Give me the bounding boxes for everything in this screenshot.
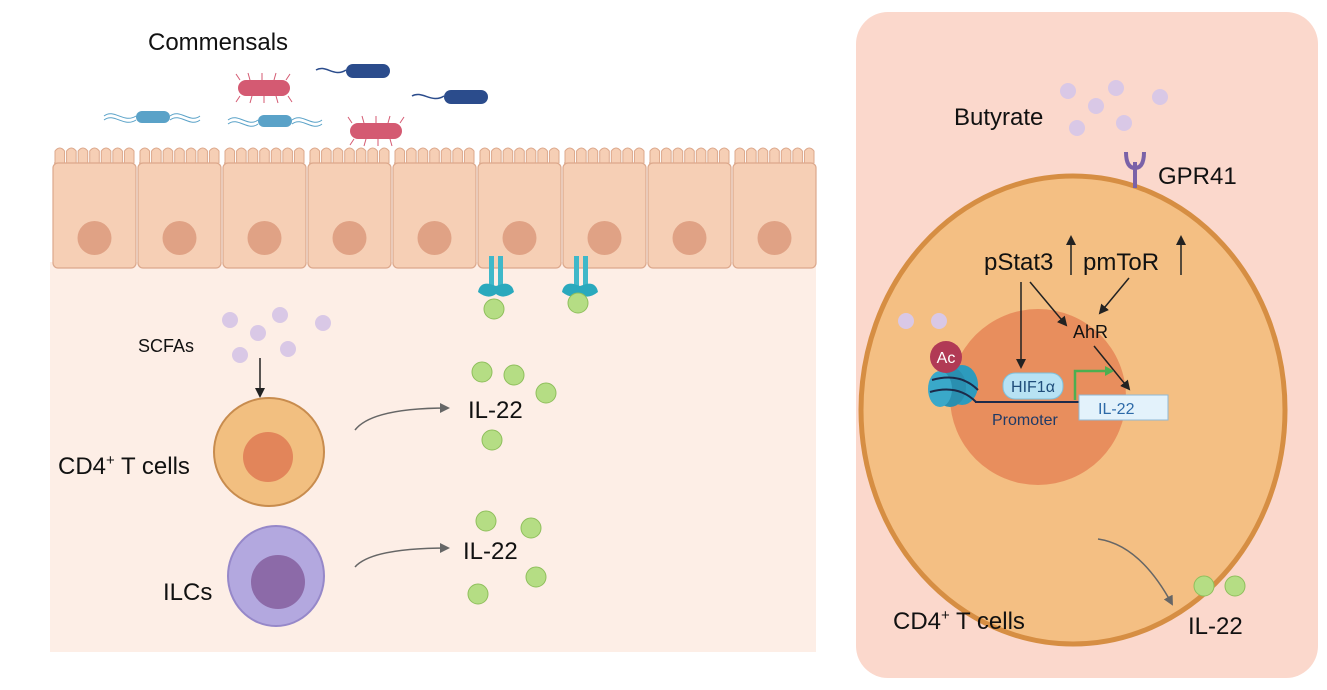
commensal-bacteria bbox=[103, 64, 488, 147]
ilc-secretion-arrow bbox=[354, 543, 450, 568]
epithelial-receptor-1 bbox=[478, 256, 514, 320]
lamina-propria-background bbox=[50, 262, 816, 652]
epithelial-nucleus bbox=[417, 221, 452, 255]
scfas-label: SCFAs bbox=[138, 336, 194, 356]
ilcs-label: ILCs bbox=[163, 579, 212, 606]
epithelial-nucleus bbox=[757, 221, 792, 255]
butyrate-label: Butyrate bbox=[954, 104, 1043, 131]
butyrate-particle-nuclear-2 bbox=[931, 313, 947, 329]
pmtor-label: pmToR bbox=[1083, 249, 1159, 276]
cd4-secretion-arrow bbox=[354, 403, 450, 431]
bacterium-red-1 bbox=[235, 72, 293, 104]
epithelial-nucleus bbox=[587, 221, 622, 255]
cd4-t-cell bbox=[213, 397, 325, 507]
il22-gene-label: IL-22 bbox=[1098, 401, 1135, 418]
right-panel: Butyrate GPR41 pStat3 pmToR AhR bbox=[856, 12, 1318, 678]
epithelial-cell bbox=[392, 147, 477, 269]
bacterium-teal-2 bbox=[227, 115, 323, 127]
epithelial-cell bbox=[732, 147, 817, 269]
bacterium-red-2 bbox=[347, 115, 405, 147]
right-cd4-t-cells-label: CD4+ T cells bbox=[893, 607, 1025, 635]
scfa-particles bbox=[222, 307, 331, 363]
epithelial-nucleus bbox=[162, 221, 197, 255]
pstat3-label: pStat3 bbox=[984, 249, 1053, 276]
commensals-label: Commensals bbox=[148, 29, 288, 56]
nucleosome bbox=[928, 365, 979, 407]
epithelial-nucleus bbox=[502, 221, 537, 255]
left-panel: Commensals bbox=[50, 29, 817, 652]
intestinal-epithelium bbox=[52, 147, 817, 269]
butyrate-particles bbox=[1060, 80, 1168, 136]
epithelial-cell bbox=[647, 147, 732, 269]
bacterium-blue-1 bbox=[315, 64, 390, 78]
ilc-cell bbox=[227, 525, 325, 627]
epithelial-nucleus bbox=[672, 221, 707, 255]
il22-particles-top bbox=[471, 361, 557, 451]
epithelial-nucleus bbox=[247, 221, 282, 255]
hif1a-box bbox=[1002, 372, 1064, 400]
transcription-start-arrow bbox=[1073, 366, 1114, 400]
gpr41-receptor bbox=[1124, 151, 1146, 188]
bacterium-blue-2 bbox=[411, 90, 488, 104]
il22-label-bottom: IL-22 bbox=[463, 538, 518, 565]
epithelial-cell bbox=[137, 147, 222, 269]
il22-out-label: IL-22 bbox=[1188, 613, 1243, 640]
pmtor-to-ahr-arrow bbox=[1098, 277, 1130, 315]
ahr-label: AhR bbox=[1073, 322, 1108, 342]
epithelial-cell bbox=[477, 147, 562, 269]
il22-gene-box bbox=[1078, 394, 1169, 421]
bacterium-teal-1 bbox=[103, 111, 201, 123]
gpr41-label: GPR41 bbox=[1158, 163, 1237, 190]
epithelial-receptor-2 bbox=[562, 256, 598, 314]
epithelial-nucleus bbox=[77, 221, 112, 255]
epithelial-cell bbox=[52, 147, 137, 269]
epithelial-cell bbox=[307, 147, 392, 269]
pstat3-to-ahr-arrow bbox=[1029, 281, 1068, 327]
epithelial-cell bbox=[562, 147, 647, 269]
cd4-t-cells-label: CD4+ T cells bbox=[58, 452, 190, 480]
il22-particles-bottom bbox=[467, 510, 547, 605]
epithelial-cell bbox=[222, 147, 307, 269]
il22-label-top: IL-22 bbox=[468, 397, 523, 424]
butyrate-particle-nuclear-1 bbox=[898, 313, 914, 329]
epithelial-nucleus bbox=[332, 221, 367, 255]
il22-secretion-arrow bbox=[1097, 538, 1173, 606]
acetylation-marker bbox=[930, 341, 962, 373]
ac-label: Ac bbox=[937, 350, 956, 367]
il22-particles-secreted bbox=[1193, 575, 1246, 597]
hif1a-label: HIF1α bbox=[1011, 379, 1055, 396]
promoter-label: Promoter bbox=[992, 412, 1058, 429]
